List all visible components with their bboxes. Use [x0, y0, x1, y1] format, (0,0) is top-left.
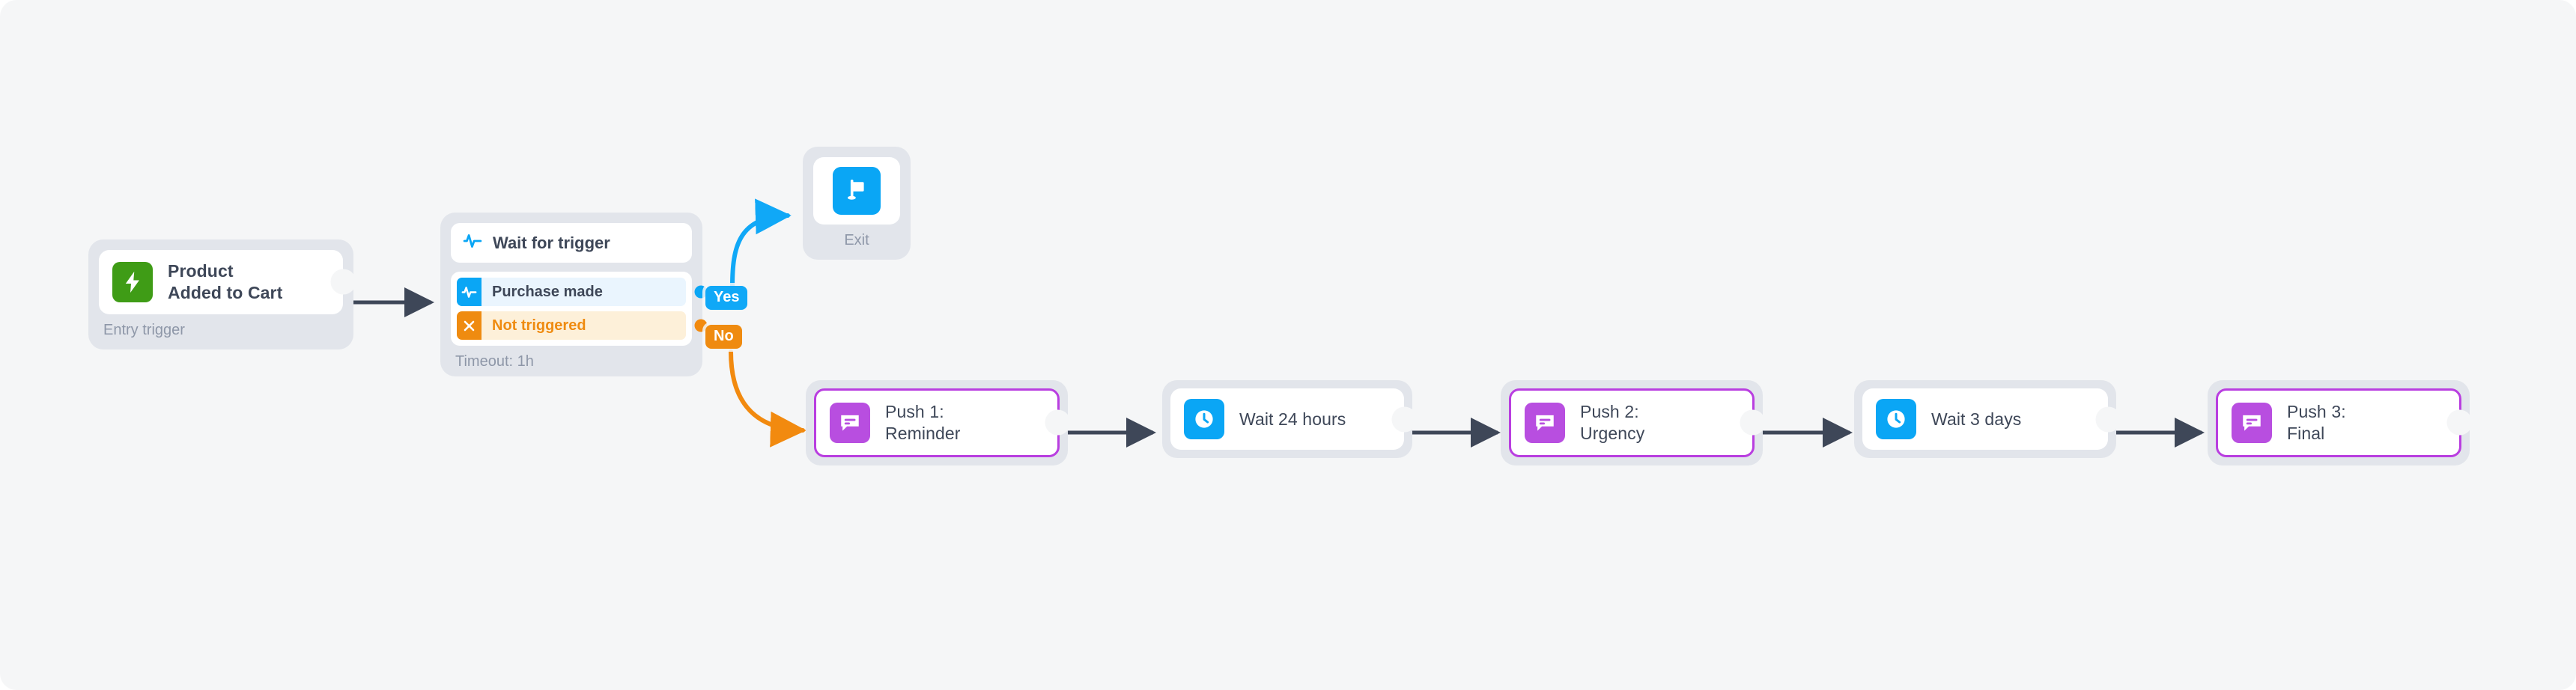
wait-for-trigger-header[interactable]: Wait for trigger — [451, 223, 692, 263]
edge-label-yes[interactable]: Yes — [705, 286, 748, 310]
entry-trigger-caption: Entry trigger — [103, 321, 185, 338]
push-3-output-port[interactable] — [2451, 415, 2467, 431]
push-1-title: Push 1: Reminder — [885, 402, 961, 443]
node-push-1-reminder[interactable]: Push 1: Reminder — [806, 380, 1068, 465]
wait-3-days-title: Wait 3 days — [1931, 409, 2022, 429]
wait-for-trigger-caption: Timeout: 1h — [455, 353, 534, 370]
clock-icon — [1876, 399, 1916, 439]
push-3-card[interactable]: Push 3: Final — [2216, 388, 2467, 457]
wait-24-hours-title: Wait 24 hours — [1239, 409, 1346, 429]
exit-caption: Exit — [844, 232, 869, 248]
node-wait-24-hours[interactable]: Wait 24 hours — [1162, 380, 1412, 458]
wait-for-trigger-title: Wait for trigger — [493, 233, 610, 252]
edge-yes-to-exit — [730, 198, 792, 289]
branch-not-triggered-port[interactable] — [694, 319, 708, 332]
node-entry-trigger[interactable]: Product Added to Cart Entry trigger — [88, 239, 353, 349]
push-1-card[interactable]: Push 1: Reminder — [814, 388, 1065, 457]
push-3-title: Push 3: Final — [2287, 402, 2346, 443]
push-2-title: Push 2: Urgency — [1580, 402, 1645, 443]
branch-purchase-made-port[interactable] — [694, 285, 708, 299]
branch-purchase-made[interactable]: Purchase made — [457, 278, 708, 306]
branch-purchase-made-label: Purchase made — [492, 283, 603, 300]
push-2-output-port[interactable] — [1745, 415, 1760, 430]
entry-trigger-title: Product Added to Cart — [168, 261, 283, 302]
activity-pulse-icon — [463, 231, 482, 254]
branch-not-triggered-label: Not triggered — [492, 317, 586, 334]
push-1-output-port[interactable] — [1050, 415, 1065, 430]
exit-card[interactable] — [813, 157, 900, 225]
node-push-2-urgency[interactable]: Push 2: Urgency — [1501, 380, 1763, 465]
wait-24-hours-output-port[interactable] — [1397, 412, 1412, 427]
node-wait-for-trigger[interactable]: Wait for trigger Purchase made Not trigg… — [440, 213, 708, 376]
clock-icon — [1184, 399, 1224, 439]
push-message-icon — [1525, 402, 1565, 443]
wait-3-days-card[interactable]: Wait 3 days — [1862, 388, 2115, 450]
wait-for-trigger-branch-list: Purchase made Not triggered — [451, 272, 708, 346]
lightning-bolt-icon — [112, 261, 153, 302]
edge-label-no[interactable]: No — [705, 325, 742, 349]
wait-24-hours-card[interactable]: Wait 24 hours — [1170, 388, 1412, 450]
wait-3-days-output-port[interactable] — [2100, 412, 2115, 427]
push-message-icon — [2232, 402, 2272, 443]
node-exit[interactable]: Exit — [803, 147, 911, 260]
activity-pulse-icon — [457, 278, 482, 306]
entry-trigger-card[interactable]: Product Added to Cart — [99, 250, 350, 314]
entry-trigger-output-port[interactable] — [335, 275, 350, 290]
node-push-3-final[interactable]: Push 3: Final — [2208, 380, 2470, 465]
flag-icon — [833, 167, 881, 215]
edge-no-to-push1 — [729, 349, 806, 448]
push-2-card[interactable]: Push 2: Urgency — [1509, 388, 1760, 457]
push-message-icon — [830, 402, 870, 443]
branch-not-triggered[interactable]: Not triggered — [457, 311, 708, 340]
x-close-icon — [457, 311, 482, 340]
node-wait-3-days[interactable]: Wait 3 days — [1854, 380, 2116, 458]
